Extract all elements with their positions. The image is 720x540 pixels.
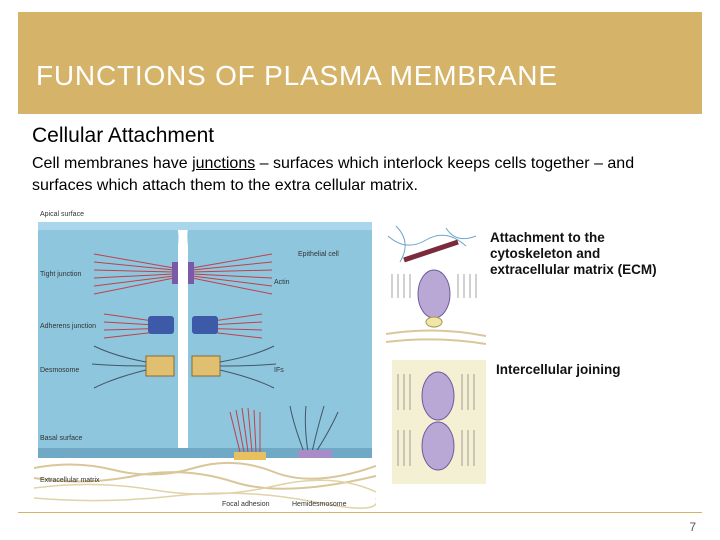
label-apical-surface: Apical surface (40, 211, 84, 218)
caption-intercellular-joining: Intercellular joining (496, 362, 621, 377)
body-text-part2: – surfaces which interlock keeps cells t… (32, 155, 635, 194)
slide-title: FUNCTIONS OF PLASMA MEMBRANE (36, 60, 558, 91)
attachment-diagram (386, 225, 486, 345)
label-ifs: IFs (274, 367, 284, 374)
label-hemidesmosome: Hemidesmosome (292, 501, 347, 508)
label-tight-junction: Tight junction (40, 271, 81, 278)
label-adherens-junction: Adherens junction (40, 323, 96, 330)
label-epithelial-cell: Epithelial cell (298, 251, 339, 258)
label-basal-surface: Basal surface (40, 435, 83, 442)
cell-junctions-figure: Apical surface Epithelial cell Tight jun… (34, 206, 376, 512)
slide-subtitle: Cellular Attachment (32, 124, 215, 147)
page-number: 7 (689, 520, 696, 534)
body-text-emphasis: junctions (192, 155, 256, 172)
label-extracellular-matrix: Extracellular matrix (40, 477, 100, 484)
label-desmosome: Desmosome (40, 367, 79, 374)
label-focal-adhesion: Focal adhesion (222, 501, 270, 508)
body-text: Cell membranes have junctions – surfaces… (32, 153, 692, 197)
body-text-part1: Cell membranes have (32, 155, 193, 172)
footer-divider (18, 512, 702, 513)
caption-attachment: Attachment to the cytoskeleton and extra… (490, 230, 657, 277)
title-bar: FUNCTIONS OF PLASMA MEMBRANE (18, 12, 702, 114)
intercellular-joining-diagram (392, 360, 486, 484)
label-actin: Actin (274, 279, 290, 286)
